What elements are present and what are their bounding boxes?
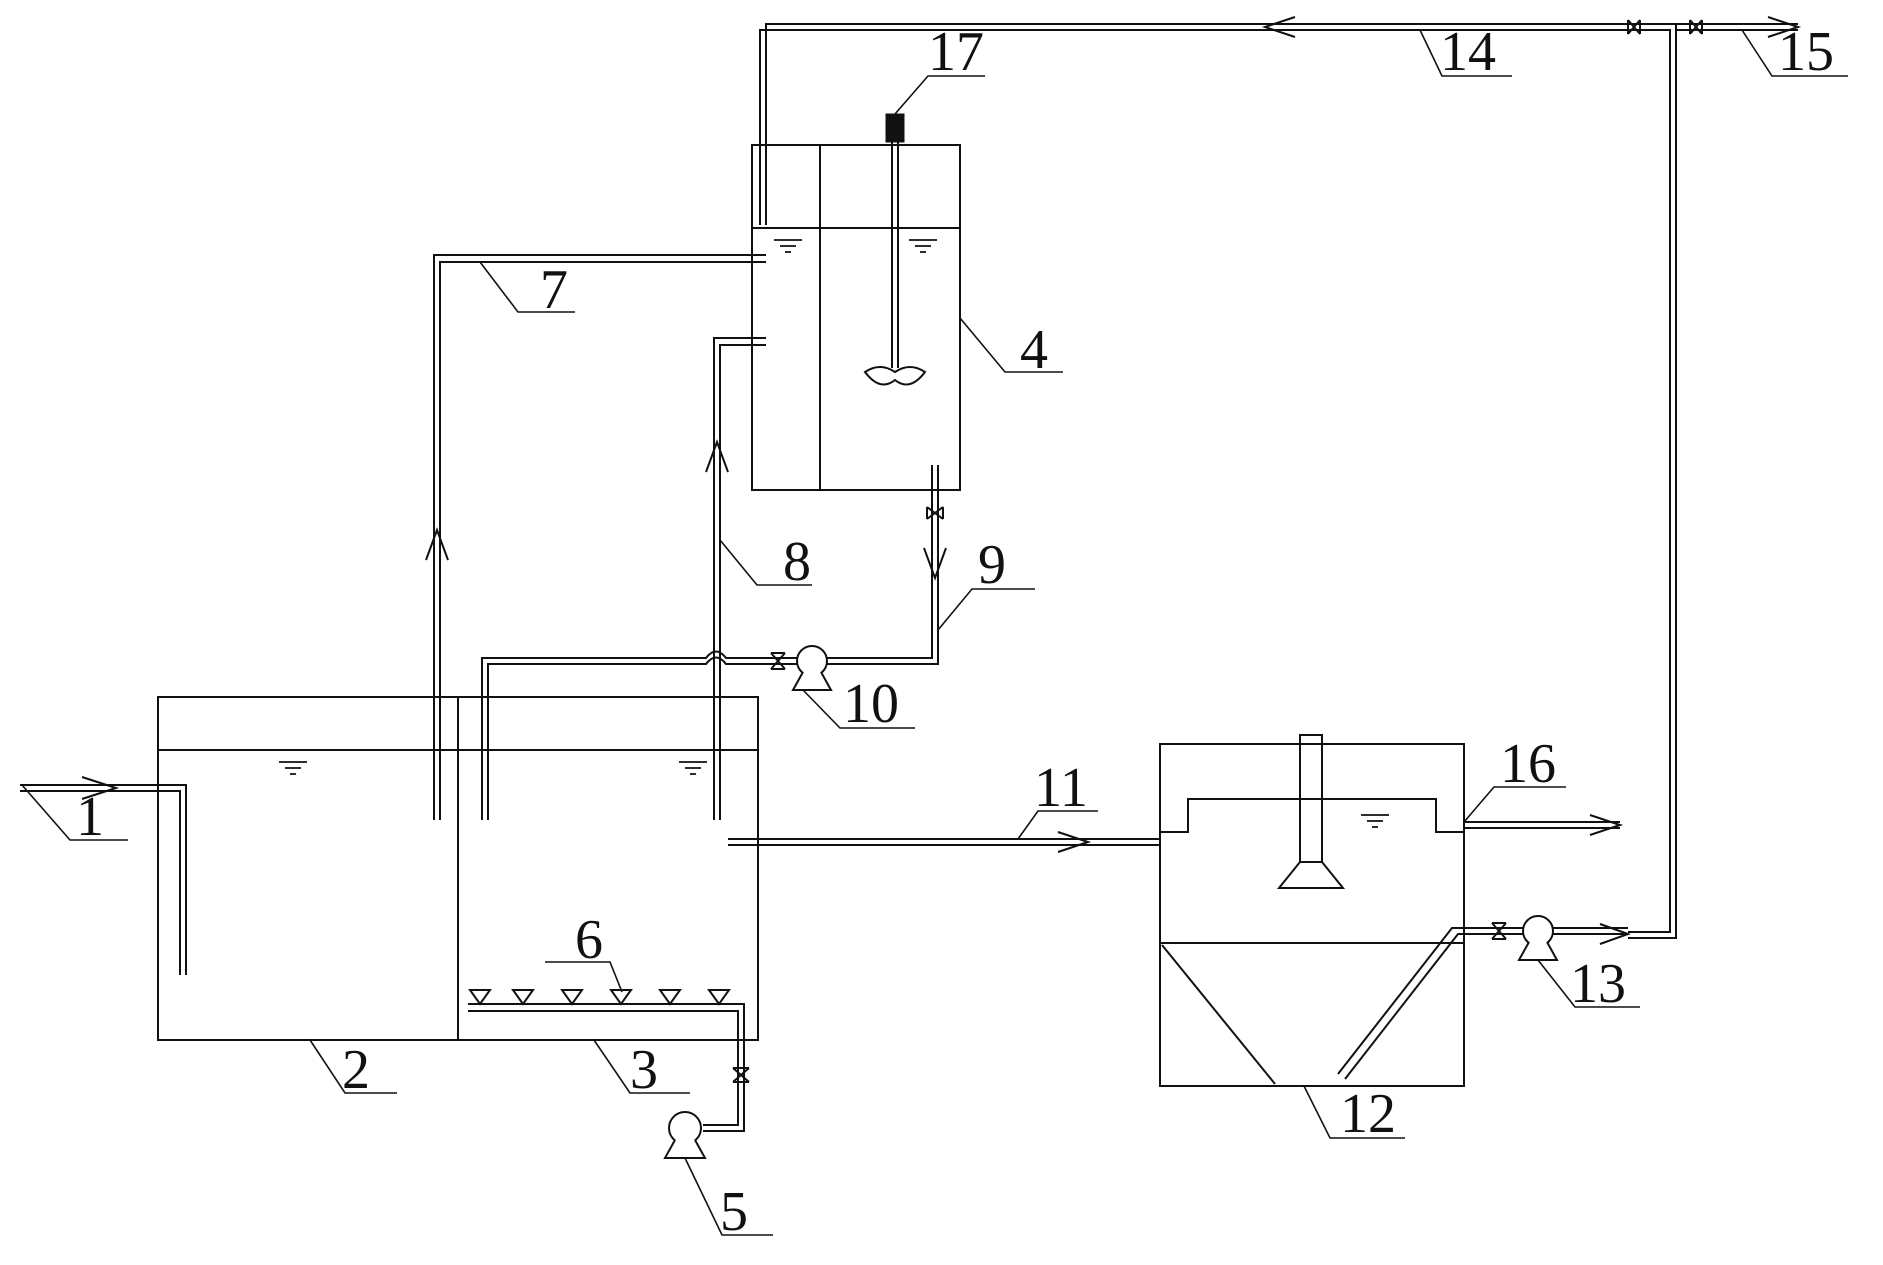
pump-13-icon — [1517, 915, 1559, 961]
inlet-pipe-1 — [20, 776, 187, 975]
label-4: 4 — [1020, 319, 1048, 381]
label-16: 16 — [1500, 733, 1556, 795]
label-7: 7 — [540, 259, 568, 321]
pipe-13 — [1488, 915, 1631, 961]
pipe-9-10 — [481, 465, 947, 820]
tank-4 — [751, 113, 961, 491]
valve-icon — [770, 652, 786, 670]
pipe-15 — [1676, 16, 1802, 38]
label-3: 3 — [630, 1039, 658, 1101]
water-level-icon — [1360, 814, 1390, 828]
aeration-header-6 — [468, 989, 745, 1040]
valve-icon — [732, 1067, 750, 1083]
valve-icon — [1627, 19, 1641, 35]
label-10: 10 — [843, 673, 899, 735]
label-6: 6 — [575, 909, 603, 971]
label-1: 1 — [76, 786, 104, 848]
pipe-8 — [705, 337, 766, 820]
water-level-icon — [278, 761, 308, 775]
labels: 1 2 3 4 5 6 7 8 9 10 11 12 13 14 15 16 1… — [76, 21, 1834, 1243]
valve-icon — [1491, 922, 1507, 940]
label-12: 12 — [1340, 1083, 1396, 1145]
leader-lines — [21, 29, 1848, 1236]
pipe-11 — [728, 831, 1160, 853]
blower-5-icon — [663, 1111, 707, 1159]
pump-10-icon — [791, 645, 833, 691]
label-8: 8 — [783, 531, 811, 593]
label-14: 14 — [1440, 21, 1496, 83]
water-level-icon — [773, 239, 803, 253]
valve-icon — [1689, 19, 1703, 35]
tank-2-3 — [157, 696, 759, 1041]
pipe-16 — [1464, 814, 1624, 836]
water-level-icon — [678, 761, 708, 775]
air-pipe-5 — [663, 1040, 750, 1159]
label-17: 17 — [928, 21, 984, 83]
nozzle-icon — [468, 989, 731, 1006]
label-11: 11 — [1034, 757, 1088, 819]
label-5: 5 — [720, 1181, 748, 1243]
label-13: 13 — [1570, 953, 1626, 1015]
pipe-7 — [425, 254, 766, 820]
clarifier-12 — [1159, 734, 1488, 1087]
valve-icon — [926, 506, 944, 520]
water-level-icon — [908, 239, 938, 253]
label-9: 9 — [978, 534, 1006, 596]
mixer-17 — [863, 113, 927, 386]
label-2: 2 — [342, 1039, 370, 1101]
label-15: 15 — [1778, 21, 1834, 83]
